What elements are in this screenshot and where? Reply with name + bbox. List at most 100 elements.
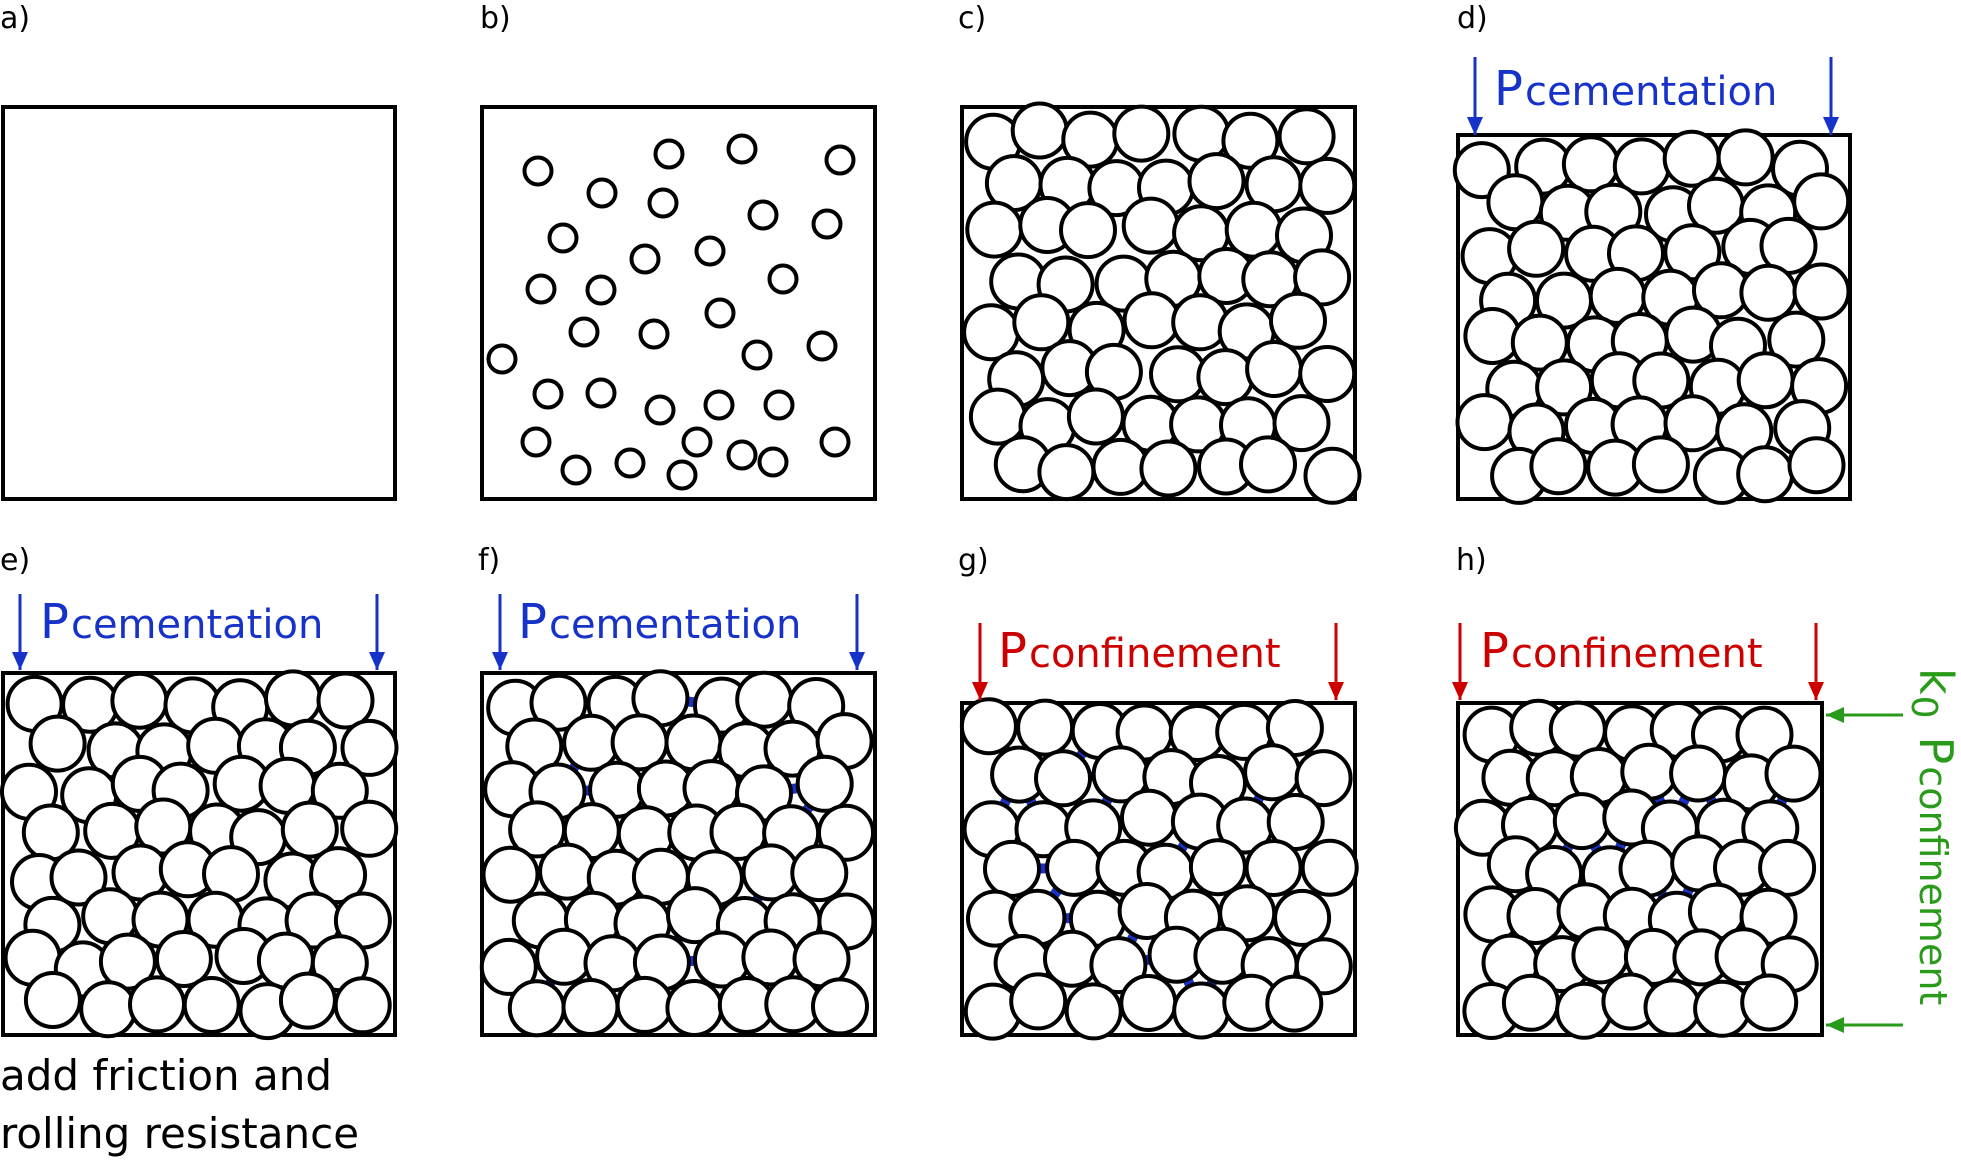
particle — [1455, 393, 1514, 452]
seed-particle — [560, 454, 592, 486]
seed-particle — [647, 187, 679, 219]
particle — [1463, 307, 1522, 365]
particle — [1767, 310, 1826, 369]
particle — [1188, 838, 1247, 897]
seed-particle — [638, 318, 670, 350]
pressure-label-e: Pcementation — [40, 594, 323, 650]
panel-label-c: c) — [958, 1, 986, 36]
confined-particles — [959, 697, 1359, 1041]
particle — [310, 761, 369, 820]
particle — [316, 671, 375, 730]
particle — [1303, 446, 1362, 505]
panel-a: a) — [0, 1, 397, 501]
seed-particle — [681, 426, 713, 458]
particle — [1010, 101, 1069, 160]
particle — [965, 200, 1024, 259]
particle — [1265, 974, 1324, 1033]
particle — [264, 669, 322, 728]
particle — [1091, 437, 1150, 496]
empty-domain-box — [1, 105, 397, 501]
particle — [1300, 838, 1359, 897]
particle — [110, 671, 169, 730]
particle — [1631, 435, 1690, 494]
particle — [1243, 743, 1302, 802]
seed-particle — [586, 177, 618, 209]
particle — [1716, 128, 1775, 187]
particle — [959, 697, 1018, 756]
friction-domain-box — [1, 671, 397, 1037]
particle — [968, 387, 1027, 446]
particle — [1245, 340, 1304, 398]
small-seed-particles — [486, 133, 856, 491]
particle — [507, 979, 566, 1038]
particle — [79, 980, 138, 1039]
cementation-arrow-right-head — [849, 652, 865, 670]
particle — [665, 979, 724, 1037]
seed-particle — [741, 339, 773, 371]
particle — [1122, 291, 1181, 350]
particle — [1064, 982, 1123, 1041]
particle — [1792, 262, 1851, 321]
lateral-arrow-top-head — [1826, 707, 1844, 723]
seed-particle — [694, 235, 726, 267]
caption-line-2: rolling resistance — [0, 1109, 359, 1158]
seed-particle — [726, 133, 758, 165]
particle — [817, 803, 875, 862]
seed-particle — [757, 446, 789, 478]
particle — [1121, 196, 1180, 255]
seed-particle — [811, 208, 843, 240]
particle — [1736, 445, 1795, 504]
particle — [529, 673, 588, 732]
particle — [1139, 439, 1198, 498]
seed-particle — [547, 222, 579, 254]
panel-label-f: f) — [478, 543, 500, 578]
particle — [535, 927, 594, 986]
seed-particle — [666, 459, 698, 491]
caption-line-1: add friction and — [0, 1051, 332, 1100]
particle — [1507, 219, 1566, 278]
panel-d: d) — [1452, 1, 1852, 505]
particle — [1740, 973, 1799, 1032]
particle — [340, 799, 399, 858]
panel-c: c) — [958, 1, 1362, 505]
particle — [1298, 156, 1357, 215]
particle — [1037, 443, 1096, 502]
particle — [1764, 744, 1823, 803]
seed-particle — [704, 297, 736, 329]
particle — [1552, 792, 1611, 851]
confinement-arrow-left-head — [1452, 682, 1468, 700]
particle — [333, 976, 392, 1035]
confinement-arrow-right-head — [1328, 682, 1344, 700]
lateral-pressure-label: k0Pconfinement — [1903, 668, 1961, 1005]
particle — [1273, 888, 1332, 947]
particle — [1739, 263, 1798, 322]
particle — [1119, 974, 1178, 1032]
pressure-label-d: Pcementation — [1494, 61, 1777, 117]
cementation-arrow-right-head — [1823, 117, 1839, 135]
particle — [1239, 435, 1297, 494]
particle — [1059, 201, 1117, 260]
compressed-particles — [1452, 128, 1851, 505]
panel-label-d: d) — [1457, 1, 1488, 36]
cementation-domain-box — [1456, 133, 1852, 501]
seed-particle — [532, 378, 564, 410]
panel-label-a: a) — [0, 1, 30, 36]
seed-particle — [747, 199, 779, 231]
particle — [1758, 838, 1817, 897]
pressure-label-f: Pcementation — [518, 594, 801, 650]
particle — [1171, 293, 1230, 352]
particle — [538, 842, 597, 901]
cementation-arrow-left-head — [12, 652, 28, 670]
particle — [1196, 348, 1255, 407]
particle — [154, 930, 213, 988]
particle — [1266, 793, 1325, 851]
particle — [790, 844, 849, 903]
frictional-particles — [0, 669, 399, 1041]
particle — [1034, 749, 1092, 808]
seeded-domain-box — [480, 105, 877, 501]
bonded-domain-box — [480, 671, 877, 1037]
particle — [1501, 973, 1560, 1032]
panel-label-g: g) — [958, 543, 989, 578]
confinement-arrow-left-head — [972, 682, 988, 700]
